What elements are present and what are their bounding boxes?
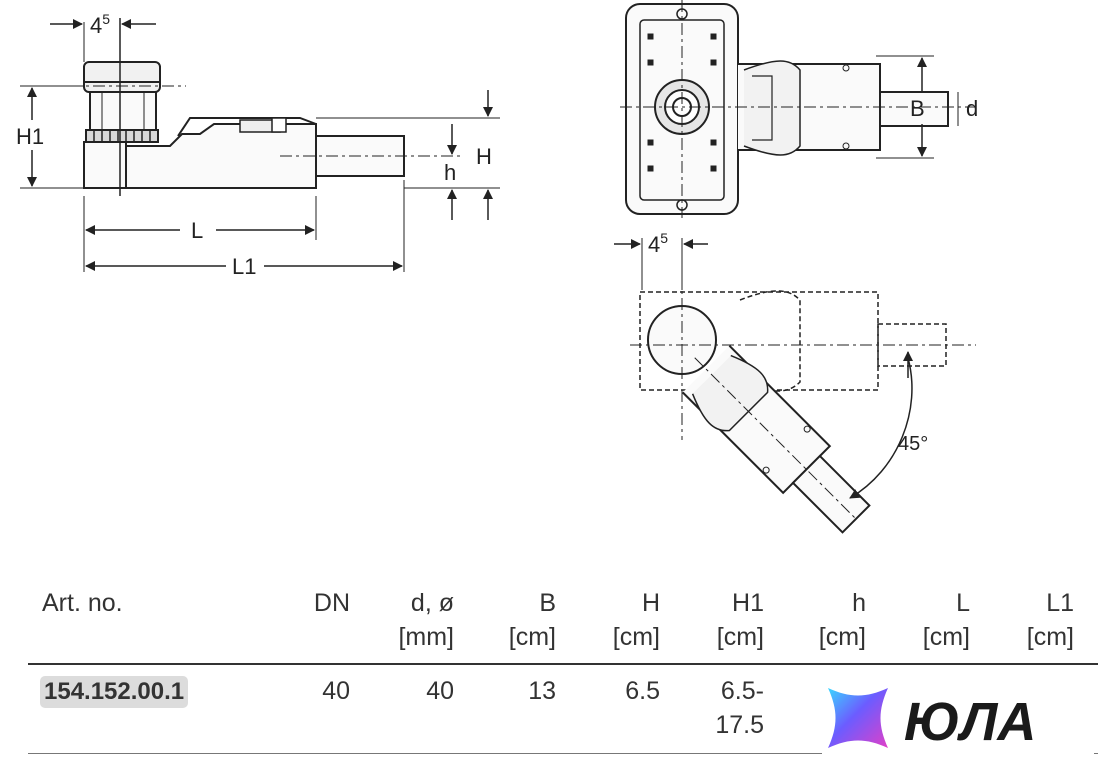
dim-label-b: B	[910, 96, 925, 121]
header-d-unit: [mm]	[398, 623, 454, 651]
header-l-unit: [cm]	[922, 623, 970, 651]
header-b-unit: [cm]	[508, 623, 556, 651]
header-l1: L1	[1046, 589, 1074, 617]
yula-logo-icon	[828, 688, 888, 748]
technical-drawing: 45 H1 H h L L1 B d 45 45°	[16, 0, 978, 534]
d-cell: 40	[426, 677, 454, 705]
rotated-view-dimensions	[614, 238, 913, 499]
rotated-view	[630, 252, 976, 534]
table-header-divider	[28, 663, 1098, 665]
h1-cell: 6.5-	[720, 677, 764, 705]
top-view	[620, 0, 976, 218]
art-no-cell[interactable]: 154.152.00.1	[40, 676, 189, 708]
dim-label-h1: H1	[16, 124, 44, 149]
dim-label-l: L	[191, 218, 203, 243]
header-b: B	[539, 589, 556, 617]
dim-label-big-h: H	[476, 144, 492, 169]
header-h1-unit: [cm]	[716, 623, 764, 651]
side-view	[20, 18, 500, 272]
dim-label-l1: L1	[232, 254, 256, 279]
h1-cell-line2: 17.5	[715, 711, 764, 739]
dim-label-small-h: h	[444, 160, 456, 185]
b-cell: 13	[528, 677, 556, 705]
header-dn: DN	[313, 589, 350, 617]
header-h1: H1	[732, 589, 764, 617]
yula-logo-text: ЮЛА	[904, 692, 1036, 752]
yula-watermark: ЮЛА	[822, 682, 1094, 754]
header-l: L	[956, 589, 970, 617]
table-bottom-divider	[28, 753, 1098, 754]
dim-label-d: d	[966, 96, 978, 121]
header-l1-unit: [cm]	[1026, 623, 1074, 651]
header-art-no: Art. no.	[42, 589, 123, 617]
side-view-dimensions	[27, 19, 493, 271]
header-d: d, ø	[410, 589, 454, 617]
dim-label-offset-rotated: 45	[648, 230, 668, 257]
header-h: H	[641, 589, 660, 617]
header-h-unit: [cm]	[612, 623, 660, 651]
dim-label-angle: 45°	[898, 433, 928, 455]
top-view-dimensions	[917, 57, 959, 157]
dn-cell: 40	[322, 677, 350, 705]
h-cell: 6.5	[625, 677, 660, 705]
header-small-h: h	[852, 589, 866, 617]
header-small-h-unit: [cm]	[818, 623, 866, 651]
dim-label-offset: 45	[90, 11, 110, 38]
